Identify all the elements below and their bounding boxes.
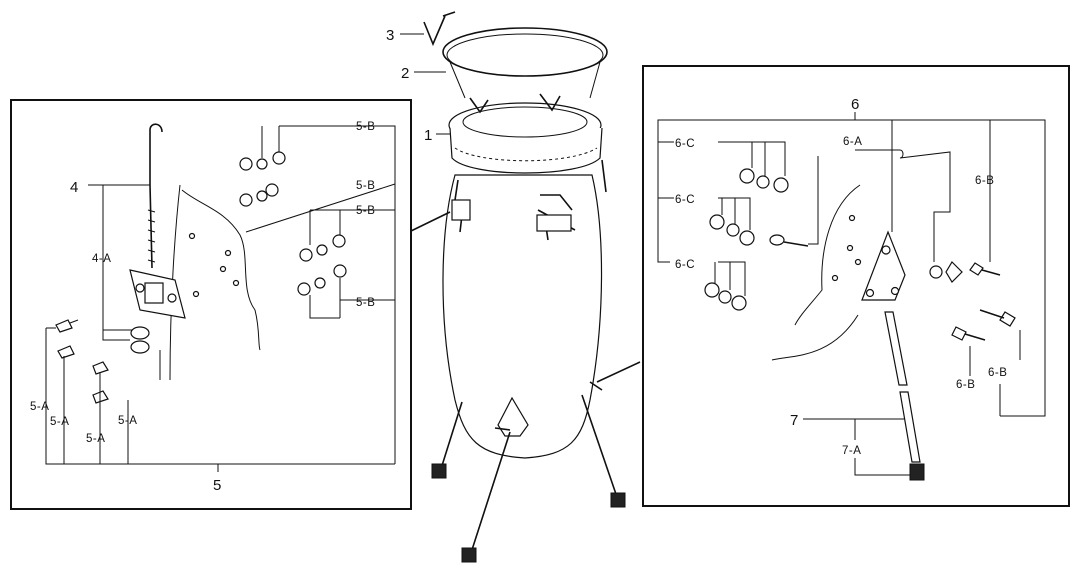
label-nut-washer-1: 5-B — [356, 121, 375, 133]
label-hardware-set: 5 — [213, 477, 221, 494]
label-screw-4: 5-A — [86, 433, 105, 445]
label-bolt-2: 6-B — [988, 367, 1007, 379]
right-detail-panel: 6 6-A 6-C 6-C 6-C 6-B 6-B 6-B 7 7-A — [642, 65, 1070, 507]
nuts-washers — [239, 151, 347, 296]
label-bolt-1: 6-B — [975, 175, 994, 187]
label-nut-set-1: 6-C — [675, 138, 695, 150]
stand-legs — [431, 381, 626, 563]
label-nut-set-3: 6-C — [675, 259, 695, 271]
label-nut-washer-4: 5-B — [356, 297, 375, 309]
tension-lugs — [451, 159, 607, 241]
label-hoop: 2 — [401, 65, 409, 82]
hoop-part — [442, 27, 608, 114]
hook-part — [423, 11, 456, 47]
label-nut-set-2: 6-C — [675, 194, 695, 206]
label-nut-washer-2: 5-B — [356, 180, 375, 192]
label-hook-top: 3 — [386, 27, 394, 44]
label-leg-set: 7 — [790, 412, 798, 429]
label-hook-rod: 4 — [70, 179, 78, 196]
label-rod-bracket: 4-A — [92, 253, 111, 265]
left-detail-panel: 4 4-A 5-B 5-B 5-B 5-B 5-A 5-A 5-A 5-A 5 — [10, 99, 412, 510]
label-stand-set: 6 — [851, 96, 859, 113]
label-screw-2: 5-A — [50, 416, 69, 428]
label-bolt-3: 6-B — [956, 379, 975, 391]
conga-drum — [423, 11, 626, 563]
label-bracket: 6-A — [843, 136, 862, 148]
label-screw-3: 5-A — [118, 415, 137, 427]
label-drum-head: 1 — [424, 127, 432, 144]
label-leg-foot: 7-A — [842, 445, 861, 457]
label-nut-washer-3: 5-B — [356, 205, 375, 217]
label-screw-1: 5-A — [30, 401, 49, 413]
nut-sets — [704, 168, 789, 311]
screws — [55, 319, 109, 404]
